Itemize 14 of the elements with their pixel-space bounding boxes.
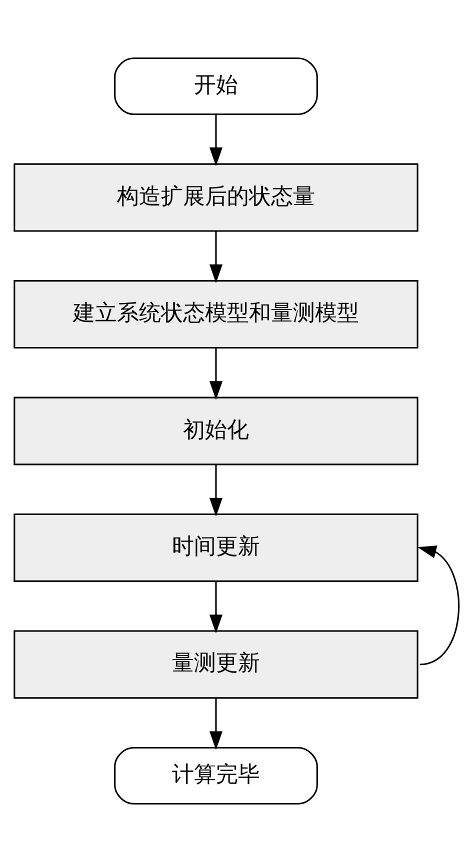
arrow: [418, 544, 460, 665]
arrow: [209, 698, 223, 750]
arrow: [209, 114, 223, 166]
node-box: 开始: [114, 56, 318, 115]
node-box: 建立系统状态模型和量测模型: [14, 280, 418, 348]
arrow: [209, 581, 223, 633]
arrow: [209, 230, 223, 283]
arrow: [209, 464, 223, 516]
arrow: [209, 348, 223, 400]
node-box: 时间更新: [14, 513, 418, 582]
node-box: 量测更新: [14, 630, 418, 698]
node-box: 计算完毕: [114, 746, 318, 804]
node-box: 构造扩展后的状态量: [14, 162, 418, 232]
node-box: 初始化: [14, 396, 418, 465]
